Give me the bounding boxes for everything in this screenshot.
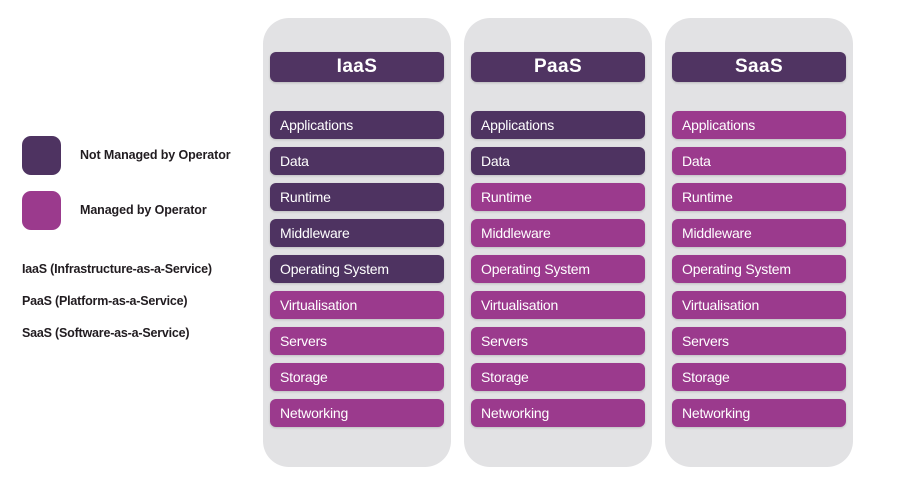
layer-saas-runtime: Runtime bbox=[672, 183, 846, 211]
layer-label: Runtime bbox=[481, 189, 532, 205]
acronym-line-saas: SaaS (Software-as-a-Service) bbox=[22, 326, 190, 340]
layer-list-iaas: Applications Data Runtime Middleware Ope… bbox=[270, 111, 444, 435]
layer-paas-servers: Servers bbox=[471, 327, 645, 355]
layer-label: Applications bbox=[682, 117, 756, 133]
layer-saas-applications: Applications bbox=[672, 111, 846, 139]
column-title-iaas: IaaS bbox=[336, 56, 378, 77]
layer-saas-data: Data bbox=[672, 147, 846, 175]
layer-label: Servers bbox=[481, 333, 528, 349]
layer-iaas-applications: Applications bbox=[270, 111, 444, 139]
layer-iaas-storage: Storage bbox=[270, 363, 444, 391]
layer-label: Operating System bbox=[481, 261, 590, 277]
column-title-saas: SaaS bbox=[734, 56, 784, 77]
layer-label: Networking bbox=[481, 405, 550, 421]
column-iaas: IaaS Applications Data Runtime Middlewar… bbox=[263, 18, 451, 467]
layer-iaas-middleware: Middleware bbox=[270, 219, 444, 247]
layer-saas-servers: Servers bbox=[672, 327, 846, 355]
layer-label: Storage bbox=[682, 369, 730, 385]
layer-label: Operating System bbox=[280, 261, 389, 277]
layer-paas-runtime: Runtime bbox=[471, 183, 645, 211]
layer-label: Servers bbox=[280, 333, 327, 349]
legend-label-managed: Managed by Operator bbox=[80, 203, 207, 217]
acronym-line-paas: PaaS (Platform-as-a-Service) bbox=[22, 294, 188, 308]
layer-paas-networking: Networking bbox=[471, 399, 645, 427]
layer-iaas-virtualisation: Virtualisation bbox=[270, 291, 444, 319]
column-header-paas: PaaS bbox=[471, 52, 645, 82]
layer-paas-applications: Applications bbox=[471, 111, 645, 139]
layer-list-paas: Applications Data Runtime Middleware Ope… bbox=[471, 111, 645, 435]
service-model-columns: IaaS Applications Data Runtime Middlewar… bbox=[263, 18, 853, 467]
layer-iaas-runtime: Runtime bbox=[270, 183, 444, 211]
layer-label: Data bbox=[682, 153, 711, 169]
layer-saas-networking: Networking bbox=[672, 399, 846, 427]
layer-label: Middleware bbox=[481, 225, 551, 241]
layer-label: Data bbox=[280, 153, 309, 169]
layer-iaas-data: Data bbox=[270, 147, 444, 175]
layer-label: Runtime bbox=[682, 189, 733, 205]
layer-iaas-networking: Networking bbox=[270, 399, 444, 427]
layer-label: Virtualisation bbox=[682, 297, 760, 313]
legend-item-not-managed: Not Managed by Operator bbox=[22, 135, 262, 175]
column-saas: SaaS Applications Data Runtime Middlewar… bbox=[665, 18, 853, 467]
legend-label-not-managed: Not Managed by Operator bbox=[80, 148, 231, 162]
layer-label: Networking bbox=[280, 405, 349, 421]
layer-saas-virtualisation: Virtualisation bbox=[672, 291, 846, 319]
column-header-iaas: IaaS bbox=[270, 52, 444, 82]
layer-label: Virtualisation bbox=[481, 297, 559, 313]
acronym-key: IaaS (Infrastructure-as-a-Service) PaaS … bbox=[22, 253, 282, 349]
legend: Not Managed by Operator Managed by Opera… bbox=[22, 135, 262, 245]
layer-saas-middleware: Middleware bbox=[672, 219, 846, 247]
layer-label: Applications bbox=[280, 117, 354, 133]
acronym-line-iaas: IaaS (Infrastructure-as-a-Service) bbox=[22, 262, 212, 276]
layer-label: Storage bbox=[481, 369, 529, 385]
column-paas: PaaS Applications Data Runtime Middlewar… bbox=[464, 18, 652, 467]
layer-saas-storage: Storage bbox=[672, 363, 846, 391]
layer-paas-storage: Storage bbox=[471, 363, 645, 391]
layer-label: Applications bbox=[481, 117, 555, 133]
legend-item-managed: Managed by Operator bbox=[22, 190, 262, 230]
layer-paas-virtualisation: Virtualisation bbox=[471, 291, 645, 319]
layer-label: Middleware bbox=[682, 225, 752, 241]
legend-swatch-not-managed-icon bbox=[22, 135, 61, 175]
layer-saas-operating-system: Operating System bbox=[672, 255, 846, 283]
layer-label: Storage bbox=[280, 369, 328, 385]
column-header-saas: SaaS bbox=[672, 52, 846, 82]
layer-label: Servers bbox=[682, 333, 729, 349]
layer-label: Middleware bbox=[280, 225, 350, 241]
layer-iaas-operating-system: Operating System bbox=[270, 255, 444, 283]
layer-list-saas: Applications Data Runtime Middleware Ope… bbox=[672, 111, 846, 435]
layer-label: Virtualisation bbox=[280, 297, 358, 313]
layer-iaas-servers: Servers bbox=[270, 327, 444, 355]
layer-label: Runtime bbox=[280, 189, 331, 205]
layer-paas-data: Data bbox=[471, 147, 645, 175]
layer-label: Networking bbox=[682, 405, 751, 421]
column-title-paas: PaaS bbox=[533, 56, 583, 77]
legend-swatch-managed-icon bbox=[22, 190, 61, 230]
layer-label: Operating System bbox=[682, 261, 791, 277]
layer-label: Data bbox=[481, 153, 510, 169]
layer-paas-middleware: Middleware bbox=[471, 219, 645, 247]
layer-paas-operating-system: Operating System bbox=[471, 255, 645, 283]
